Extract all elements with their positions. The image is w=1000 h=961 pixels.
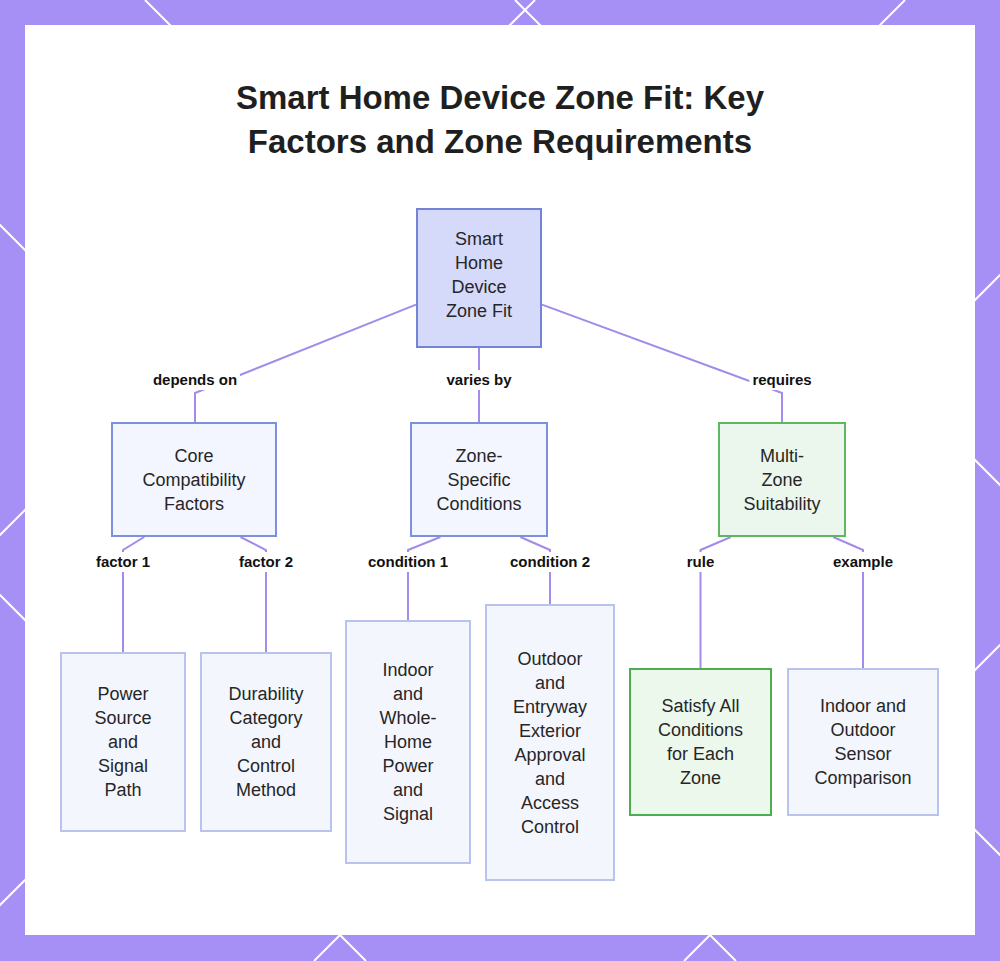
box-text: Zone-Specific Conditions [426,444,532,516]
edge-label: example [830,552,896,572]
concept-box: Multi-Zone Suitability [718,422,846,537]
box-text: Durability Category and Control Method [224,682,308,802]
concept-box: Zone-Specific Conditions [410,422,548,537]
concept-box: Outdoor and Entryway Exterior Approval a… [485,604,615,881]
edge-label: condition 2 [507,552,593,572]
concept-box: Power Source and Signal Path [60,652,186,832]
concept-box: Core Compatibility Factors [111,422,277,537]
connector-line [408,537,440,620]
edge-label: factor 2 [236,552,296,572]
box-text: Smart Home Device Zone Fit [436,227,522,323]
concept-box: Indoor and Outdoor Sensor Comparison [787,668,939,816]
edge-label: requires [749,370,814,390]
diagram-title: Smart Home Device Zone Fit: Key Factors … [180,76,820,164]
edge-label: varies by [443,370,514,390]
concept-box: Durability Category and Control Method [200,652,332,832]
concept-box: Satisfy All Conditions for Each Zone [629,668,772,816]
connector-line [542,305,782,422]
concept-box: Indoor and Whole-Home Power and Signal [345,620,471,864]
box-text: Indoor and Outdoor Sensor Comparison [810,694,916,790]
edge-label: factor 1 [93,552,153,572]
box-text: Multi-Zone Suitability [740,444,824,516]
edge-label: depends on [150,370,240,390]
connector-line [195,305,416,422]
edge-label: rule [684,552,718,572]
edge-label: condition 1 [365,552,451,572]
box-text: Core Compatibility Factors [127,444,261,516]
box-text: Satisfy All Conditions for Each Zone [652,694,749,790]
box-text: Outdoor and Entryway Exterior Approval a… [512,647,588,839]
box-text: Indoor and Whole-Home Power and Signal [371,658,445,826]
concept-box: Smart Home Device Zone Fit [416,208,542,348]
box-text: Power Source and Signal Path [84,682,162,802]
